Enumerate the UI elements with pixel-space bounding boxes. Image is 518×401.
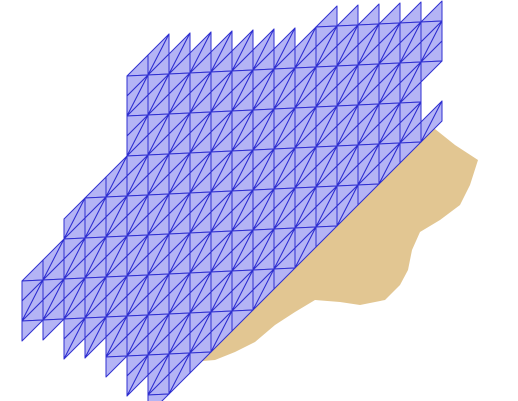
tile-triangle xyxy=(273,267,296,290)
tile-triangle xyxy=(420,60,443,83)
tile-triangle xyxy=(357,183,380,206)
tile-triangle xyxy=(21,319,44,342)
tile-triangle xyxy=(189,351,212,374)
tile-triangle xyxy=(420,100,443,143)
tile-triangle xyxy=(105,355,128,378)
tile-triangle xyxy=(315,225,338,248)
tile-layer xyxy=(21,0,443,401)
tile-triangle xyxy=(399,141,422,164)
tile-triangle xyxy=(42,318,65,341)
tile-triangle xyxy=(231,309,254,332)
tile-triangle xyxy=(147,393,170,401)
